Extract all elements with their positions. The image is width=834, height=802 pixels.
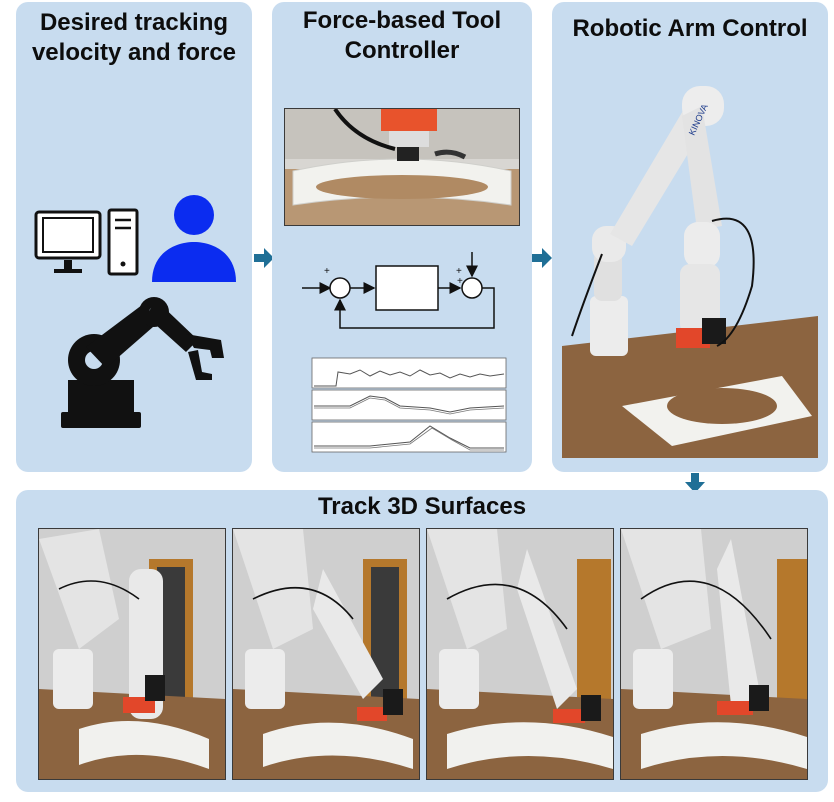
plus-sign-3: + <box>457 276 463 287</box>
summing-junction-1 <box>329 277 351 299</box>
plus-sign-1: + <box>324 266 330 277</box>
panel-robot: Robotic Arm Control KINOVA <box>552 2 828 472</box>
panel-controller-title-line1: Force-based Tool <box>302 7 502 34</box>
track-photo-4 <box>620 528 808 780</box>
signal-plots <box>311 357 507 453</box>
user-person-icon <box>152 195 236 282</box>
arrow-down-icon <box>685 473 705 493</box>
track-photo-1-image <box>39 529 225 779</box>
plot-position-1 <box>311 389 507 421</box>
arrow-right-icon <box>532 248 552 268</box>
panel-desired-title-line1: Desired tracking <box>39 9 229 36</box>
plot-position-2 <box>311 421 507 453</box>
panel-controller-title-line2: Controller <box>344 37 460 64</box>
desired-input-illustration <box>34 195 236 428</box>
feedback-block-diagram: + + + <box>302 252 495 329</box>
panel-track: Track 3D Surfaces <box>16 490 828 792</box>
robot-arm-image: KINOVA <box>562 46 818 458</box>
panel-controller: Force-based Tool Controller + <box>272 2 532 472</box>
track-photo-2-image <box>233 529 419 779</box>
computer-monitor-icon <box>34 210 102 273</box>
computer-tower-icon <box>107 208 139 276</box>
panel-track-title: Track 3D Surfaces <box>317 493 527 520</box>
controller-block <box>375 265 439 311</box>
panel-desired-title-line2: velocity and force <box>31 39 237 66</box>
track-photo-1 <box>38 528 226 780</box>
robot-arm-photo: KINOVA <box>562 46 818 458</box>
plot-force <box>311 357 507 389</box>
plus-sign-2: + <box>456 266 462 277</box>
tool-closeup-image <box>285 109 519 225</box>
robot-arm-icon <box>61 297 224 428</box>
track-photo-3 <box>426 528 614 780</box>
summing-junction-2 <box>461 277 483 299</box>
panel-robot-title: Robotic Arm Control <box>572 15 808 42</box>
tool-closeup-photo <box>284 108 520 226</box>
track-photo-2 <box>232 528 420 780</box>
track-photo-4-image <box>621 529 807 779</box>
arrow-right-icon <box>254 248 274 268</box>
panel-desired-input: Desired tracking velocity and force <box>16 2 252 472</box>
track-photo-3-image <box>427 529 613 779</box>
